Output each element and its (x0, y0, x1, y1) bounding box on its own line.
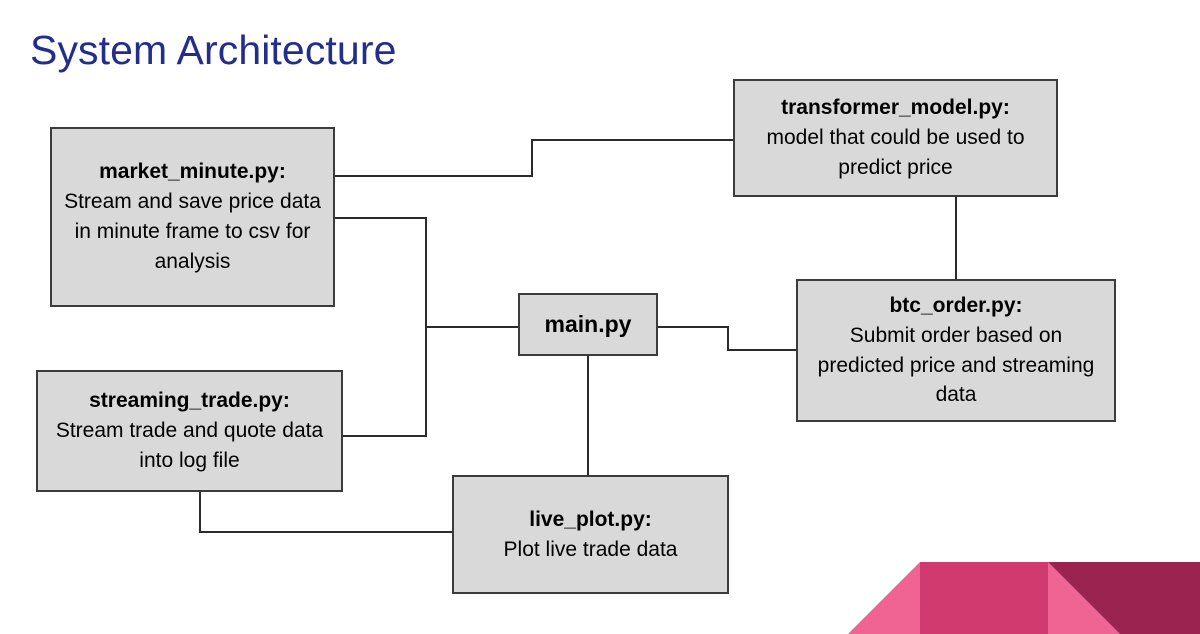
node-live_plot[interactable]: live_plot.py: Plot live trade data (452, 475, 729, 594)
node-description-market_minute: Stream and save price data in minute fra… (64, 190, 321, 273)
decoration-left-triangle (848, 562, 920, 634)
node-title-transformer_model: transformer_model.py: (781, 96, 1010, 120)
connector-streaming-to-main (343, 327, 427, 437)
node-btc_order[interactable]: btc_order.py: Submit order based on predi… (796, 279, 1116, 422)
decoration-right-dark-triangle (1048, 562, 1200, 634)
connector-market-to-transformer (335, 139, 733, 177)
node-title-live_plot: live_plot.py: (529, 507, 652, 531)
page-title: System Architecture (30, 27, 397, 73)
node-title-main: main.py (544, 311, 632, 338)
node-market_minute[interactable]: market_minute.py: Stream and save price d… (50, 127, 335, 307)
connector-group (199, 139, 957, 533)
node-title-btc_order: btc_order.py: (889, 293, 1023, 317)
decoration-center-square (920, 562, 1048, 634)
node-description-transformer_model: model that could be used to predict pric… (766, 126, 1025, 179)
node-main[interactable]: main.py (518, 293, 658, 356)
node-description-btc_order: Submit order based on predicted price an… (817, 323, 1095, 407)
node-description-live_plot: Plot live trade data (503, 537, 678, 561)
node-title-market_minute: market_minute.py: (99, 160, 286, 184)
connector-main-to-btcorder (658, 326, 796, 351)
pink-geometric-corner-decoration (848, 562, 1200, 634)
node-transformer_model[interactable]: transformer_model.py:model that could be… (733, 79, 1058, 197)
node-description-streaming_trade: Stream trade and quote data into log fil… (55, 419, 324, 472)
node-streaming_trade[interactable]: streaming_trade.py: Stream trade and quot… (36, 370, 343, 492)
connector-market-to-main (335, 217, 518, 328)
connector-streaming-to-liveplot (199, 492, 452, 533)
node-title-streaming_trade: streaming_trade.py: (89, 389, 290, 413)
